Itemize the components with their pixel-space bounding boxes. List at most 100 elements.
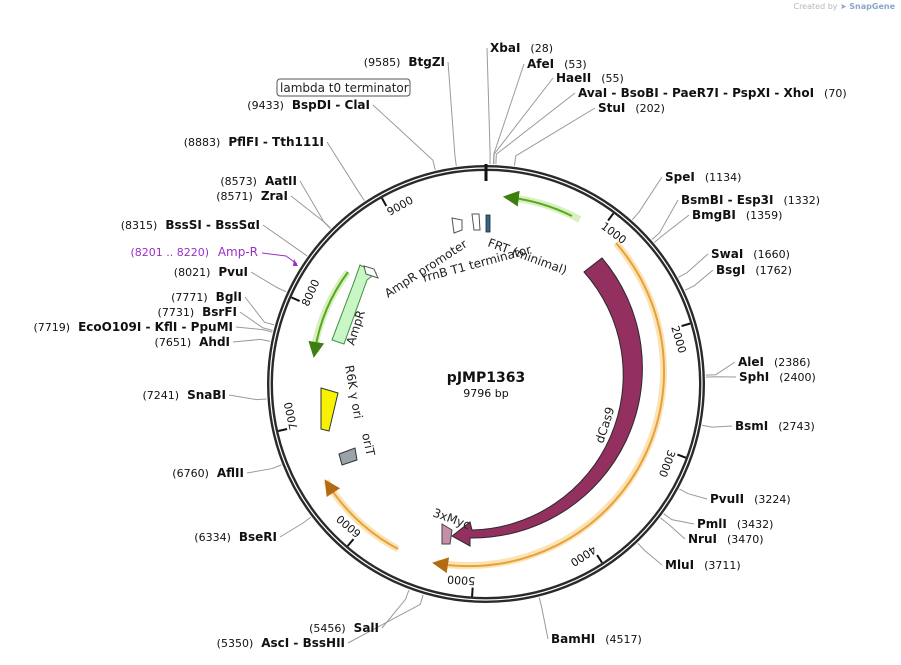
site-name: BsmBI - Esp3I (681, 193, 773, 207)
site-leader-line (299, 180, 331, 229)
site-position: (6760) (172, 467, 209, 480)
site-name: SwaI (711, 247, 743, 261)
restriction-site-ecoo109i[interactable]: EcoO109I - KflI - PpuMI(7719) (33, 320, 233, 334)
site-leader-line (486, 47, 491, 165)
primer-leader-line (261, 252, 298, 265)
site-position: (2386) (774, 356, 811, 369)
site-leader-line (663, 513, 695, 525)
site-position: (8021) (174, 266, 211, 279)
restriction-site-pvui[interactable]: PvuI(8021) (174, 265, 248, 279)
restriction-site-bsgi[interactable]: BsgI (1762) (716, 263, 792, 277)
site-leader-line (279, 516, 312, 538)
site-position: (7241) (143, 389, 180, 402)
restriction-site-spei[interactable]: SpeI(1134) (665, 170, 741, 184)
restriction-site-bsmbi[interactable]: BsmBI - Esp3I(1332) (681, 193, 820, 207)
restriction-site-pvuii[interactable]: PvuII(3224) (710, 492, 791, 506)
lambda-t0-feature (471, 213, 481, 231)
site-name: AatII (265, 174, 297, 188)
site-name: SnaBI (187, 388, 226, 402)
orange-feature-arc (432, 242, 666, 574)
restriction-site-avai[interactable]: AvaI - BsoBI - PaeR7I - PspXI - XhoI(70) (578, 86, 847, 100)
primer-position: (8201 .. 8220) (130, 246, 209, 259)
site-name: PflFI - Tth111I (228, 135, 324, 149)
site-leader-line (372, 104, 436, 171)
site-leader-line (447, 61, 457, 167)
site-name: BamHI (551, 632, 595, 646)
site-position: (70) (824, 87, 847, 100)
site-leader-line (235, 326, 273, 333)
restriction-site-bamhi[interactable]: BamHI(4517) (551, 632, 642, 646)
site-name: XbaI (490, 41, 520, 55)
site-name: BspDI - ClaI (292, 98, 370, 112)
site-name: StuI (598, 101, 625, 115)
site-position: (8571) (216, 190, 253, 203)
frt-feature (485, 214, 491, 233)
restriction-site-bsssi[interactable]: BssSI - BssSαI(8315) (121, 218, 260, 232)
restriction-site-pflfi[interactable]: PflFI - Tth111I(8883) (184, 135, 324, 149)
restriction-site-snabi[interactable]: SnaBI (7241) (143, 388, 226, 402)
ruler-label: 2000 (668, 324, 688, 355)
restriction-site-bmgbi[interactable]: BmgBI(1359) (692, 208, 782, 222)
restriction-site-ahdi[interactable]: AhdI(7651) (155, 335, 230, 349)
restriction-site-aflii[interactable]: AflII(6760) (172, 466, 244, 480)
site-leader-line (705, 361, 736, 376)
site-position: (7771) (171, 291, 208, 304)
restriction-site-bgli[interactable]: BglI(7771) (171, 290, 242, 304)
restriction-site-pmli[interactable]: PmlI(3432) (697, 517, 773, 531)
site-leader-line (326, 141, 365, 201)
site-position: (1134) (705, 171, 742, 184)
site-name: PmlI (697, 517, 727, 531)
ruler-tick (596, 554, 603, 564)
restriction-site-haeii[interactable]: HaeII(55) (556, 71, 624, 85)
r6k-label: R6K γ ori (342, 364, 365, 420)
site-labels: XbaI (28) AfeI(53)HaeII(55)AvaI - BsoBI - … (33, 41, 846, 650)
restriction-site-btgzi[interactable]: BtgZI (9585) (364, 55, 445, 69)
snapgene-credit: Created by ➤ SnapGene (793, 2, 895, 11)
ruler-label: 7000 (282, 401, 301, 431)
site-name: SalI (354, 621, 379, 635)
myc-feature (441, 523, 453, 545)
site-leader-line (702, 424, 733, 428)
site-name: BsgI (716, 263, 745, 277)
rrnb-feature (451, 217, 463, 234)
site-leader-line (631, 176, 663, 221)
primer-amp-r[interactable]: Amp-R(8201 .. 8220) (130, 245, 298, 266)
site-name: AhdI (199, 335, 230, 349)
site-name: BmgBI (692, 208, 736, 222)
site-leader-line (678, 253, 709, 278)
site-leader-line (232, 338, 271, 343)
restriction-site-zrai[interactable]: ZraI(8571) (216, 189, 288, 203)
restriction-site-asci[interactable]: AscI - BssHII(5350) (217, 636, 345, 650)
site-leader-line (637, 542, 663, 566)
restriction-site-aatii[interactable]: AatII(8573) (220, 174, 297, 188)
site-name: AfeI (527, 57, 554, 71)
restriction-site-alei[interactable]: AleI(2386) (738, 355, 811, 369)
site-name: BtgZI (408, 55, 445, 69)
restriction-site-bsrfi[interactable]: BsrFI(7731) (158, 305, 237, 319)
restriction-site-bsmi[interactable]: BsmI(2743) (735, 419, 815, 433)
restriction-site-mlui[interactable]: MluI(3711) (665, 558, 741, 572)
site-leader-line (244, 296, 275, 326)
site-name: BssSI - BssSαI (165, 218, 260, 232)
snapgene-logo-icon: ➤ (840, 2, 847, 11)
restriction-site-bseri[interactable]: BseRI(6334) (194, 530, 277, 544)
site-position: (1762) (755, 264, 792, 277)
site-leader-line (239, 311, 273, 331)
restriction-site-xbai[interactable]: XbaI (28) (490, 41, 553, 55)
site-position: (28) (530, 42, 553, 55)
site-position: (9585) (364, 56, 401, 69)
restriction-site-stui[interactable]: StuI (202) (598, 101, 665, 115)
restriction-site-afei[interactable]: AfeI(53) (527, 57, 587, 71)
restriction-site-bspdi[interactable]: BspDI - ClaI(9433) (247, 98, 370, 112)
restriction-site-swai[interactable]: SwaI(1660) (711, 247, 790, 261)
ruler-tick (471, 587, 474, 597)
site-position: (202) (635, 102, 665, 115)
restriction-site-sali[interactable]: SalI(5456) (309, 621, 379, 635)
site-position: (2400) (779, 371, 816, 384)
restriction-site-sphi[interactable]: SphI (2400) (739, 370, 816, 384)
site-name: MluI (665, 558, 694, 572)
restriction-site-nrui[interactable]: NruI(3470) (688, 532, 764, 546)
site-name: SphI (739, 370, 769, 384)
site-leader-line (347, 594, 424, 644)
plasmid-size: 9796 bp (463, 387, 508, 400)
